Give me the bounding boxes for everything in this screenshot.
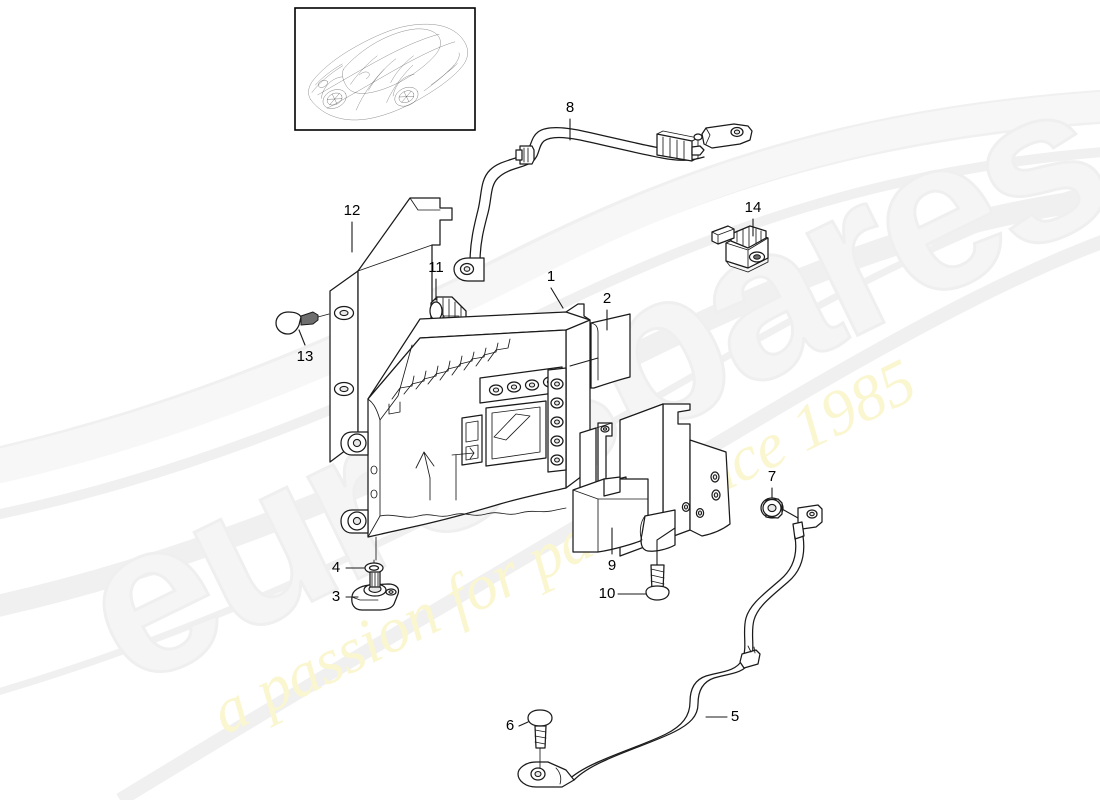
part-13-expanding-rivet-clip xyxy=(275,311,330,335)
vehicle-thumbnail xyxy=(294,7,476,131)
callout-10: 10 xyxy=(599,585,616,602)
part-1-control-unit-ecu xyxy=(340,303,591,561)
callout-12: 12 xyxy=(344,202,361,219)
callout-13: 13 xyxy=(297,348,314,365)
part-9-relay-module-assembly xyxy=(572,403,731,557)
part-10-self-tapping-screw xyxy=(645,527,676,601)
ecu-mounting-lugs xyxy=(340,431,369,534)
part-14-sensor-module xyxy=(711,225,769,273)
part-7-hexagon-nut-washer xyxy=(760,497,799,519)
callout-numbers: 1 2 3 4 5 6 7 8 9 10 11 12 13 14 xyxy=(297,99,777,734)
callout-1: 1 xyxy=(547,268,555,285)
callout-11: 11 xyxy=(428,259,444,276)
callout-8: 8 xyxy=(566,99,574,116)
callout-14: 14 xyxy=(745,199,762,216)
callout-6: 6 xyxy=(506,717,514,734)
part-8-positive-battery-lead xyxy=(453,123,753,282)
part-4-sealing-washer xyxy=(364,559,384,574)
callout-3: 3 xyxy=(332,588,340,605)
callout-9: 9 xyxy=(608,557,616,574)
connector-pins-column xyxy=(550,378,564,466)
callout-7: 7 xyxy=(768,468,776,485)
part-2-identification-label xyxy=(569,313,631,389)
callout-5: 5 xyxy=(731,708,739,725)
part-6-hexagon-head-bolt xyxy=(527,709,553,769)
callout-2: 2 xyxy=(603,290,611,307)
callout-4: 4 xyxy=(332,559,340,576)
callout-leader-lines xyxy=(298,118,773,727)
swoosh-fills xyxy=(0,91,1100,484)
part-3-mounting-nut-base xyxy=(351,571,400,611)
part-5-battery-negative-cable xyxy=(517,504,823,788)
